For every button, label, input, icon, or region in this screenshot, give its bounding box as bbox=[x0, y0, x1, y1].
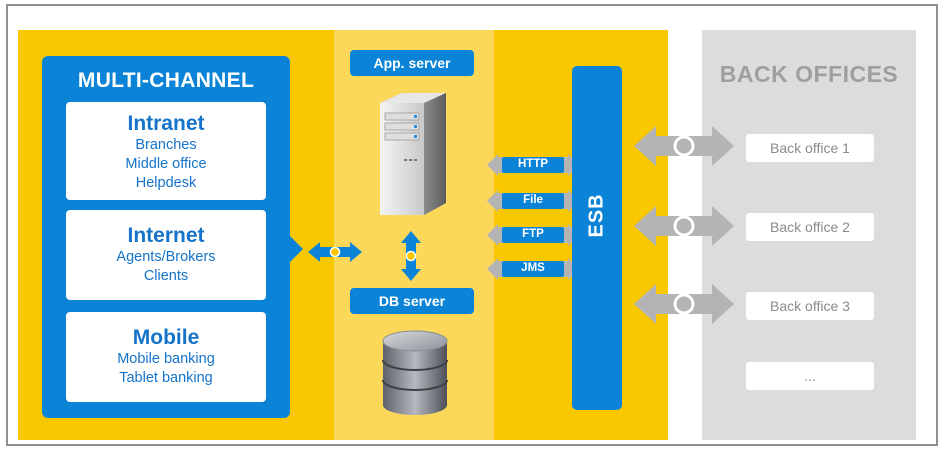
channel-card-internet: Internet Agents/Brokers Clients bbox=[66, 210, 266, 300]
db-server-label: DB server bbox=[350, 288, 474, 314]
server-tower-icon bbox=[380, 93, 446, 215]
diagram-frame: MULTI-CHANNEL Intranet Branches Middle o… bbox=[6, 4, 938, 446]
channel-card-title: Internet bbox=[127, 224, 205, 247]
back-office-arrow-icon bbox=[634, 284, 734, 324]
channel-card-line: Helpdesk bbox=[135, 175, 197, 191]
protocol-label: JMS bbox=[521, 262, 545, 274]
channel-server-arrow-icon bbox=[308, 242, 362, 262]
channel-card-line: Branches bbox=[135, 137, 197, 153]
back-office-item: Back office 2 bbox=[746, 213, 874, 241]
back-office-item-more: ... bbox=[746, 362, 874, 390]
double-arrow-icon bbox=[487, 224, 579, 246]
database-icon bbox=[382, 330, 448, 415]
back-office-item: Back office 1 bbox=[746, 134, 874, 162]
channel-card-line: Middle office bbox=[125, 156, 207, 172]
app-server-label: App. server bbox=[350, 50, 474, 76]
multi-channel-title: MULTI-CHANNEL bbox=[77, 69, 255, 92]
channel-card-title: Intranet bbox=[127, 112, 205, 135]
channel-card-intranet: Intranet Branches Middle office Helpdesk bbox=[66, 102, 266, 200]
channel-pointer-notch bbox=[290, 236, 303, 262]
channel-card-line: Clients bbox=[143, 268, 189, 284]
esb-bar bbox=[572, 66, 622, 410]
app-db-arrow-icon bbox=[401, 231, 421, 281]
double-arrow-icon bbox=[487, 258, 579, 280]
protocol-arrow-file: File bbox=[486, 188, 580, 214]
double-arrow-icon bbox=[487, 154, 579, 176]
channel-card-line: Mobile banking bbox=[117, 351, 215, 367]
channel-card-line: Agents/Brokers bbox=[116, 249, 216, 265]
protocol-arrow-ftp: FTP bbox=[486, 222, 580, 248]
protocol-arrow-jms: JMS bbox=[486, 256, 580, 282]
protocol-label: FTP bbox=[522, 228, 544, 240]
channel-card-title: Mobile bbox=[132, 326, 200, 349]
multi-channel-panel: MULTI-CHANNEL Intranet Branches Middle o… bbox=[42, 56, 290, 418]
protocol-label: HTTP bbox=[517, 158, 549, 170]
protocol-arrow-http: HTTP bbox=[486, 152, 580, 178]
back-office-arrow-icon bbox=[634, 206, 734, 246]
channel-card-mobile: Mobile Mobile banking Tablet banking bbox=[66, 312, 266, 402]
channel-card-line: Tablet banking bbox=[119, 370, 213, 386]
back-office-arrow-icon bbox=[634, 126, 734, 166]
back-offices-title: BACK OFFICES bbox=[719, 61, 899, 87]
protocol-label: File bbox=[523, 194, 543, 206]
back-office-item: Back office 3 bbox=[746, 292, 874, 320]
double-arrow-icon bbox=[487, 190, 579, 212]
esb-label: ESB bbox=[585, 193, 608, 238]
